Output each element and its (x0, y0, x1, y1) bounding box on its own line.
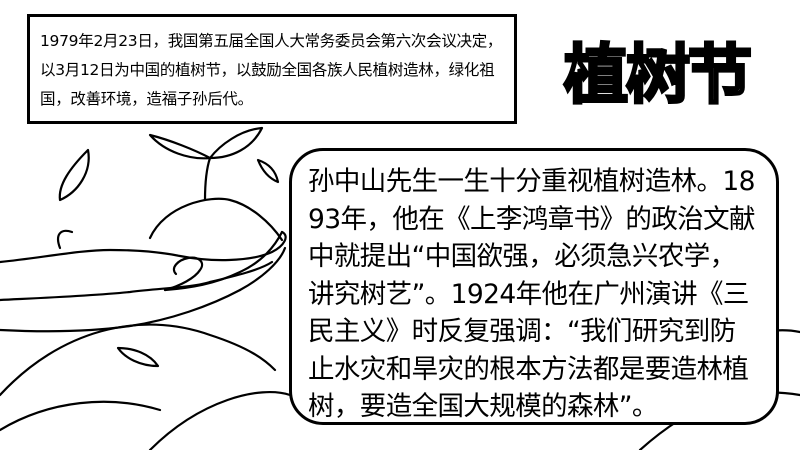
main-text-box: 孙中山先生一生十分重视植树造林。1893年，他在《上李鸿章书》的政治文献中就提出… (289, 148, 779, 425)
page-title: 植树节 (563, 38, 754, 115)
intro-text: 1979年2月23日，我国第五届全国人大常务委员会第六次会议决定，以3月12日为… (40, 32, 503, 108)
main-text: 孙中山先生一生十分重视植树造林。1893年，他在《上李鸿章书》的政治文献中就提出… (308, 166, 756, 422)
hill-outline-icon (0, 400, 162, 432)
leaf-icon (116, 346, 160, 368)
hill-outline-icon (148, 391, 292, 450)
seedling-icon (148, 126, 264, 202)
hill-outline-icon (0, 323, 277, 397)
title-art: 植树节 (526, 26, 788, 126)
leaf-icon (58, 148, 90, 202)
hands-holding-soil-icon (0, 197, 287, 333)
intro-box: 1979年2月23日，我国第五届全国人大常务委员会第六次会议决定，以3月12日为… (27, 14, 517, 124)
leaf-icon (256, 158, 280, 184)
